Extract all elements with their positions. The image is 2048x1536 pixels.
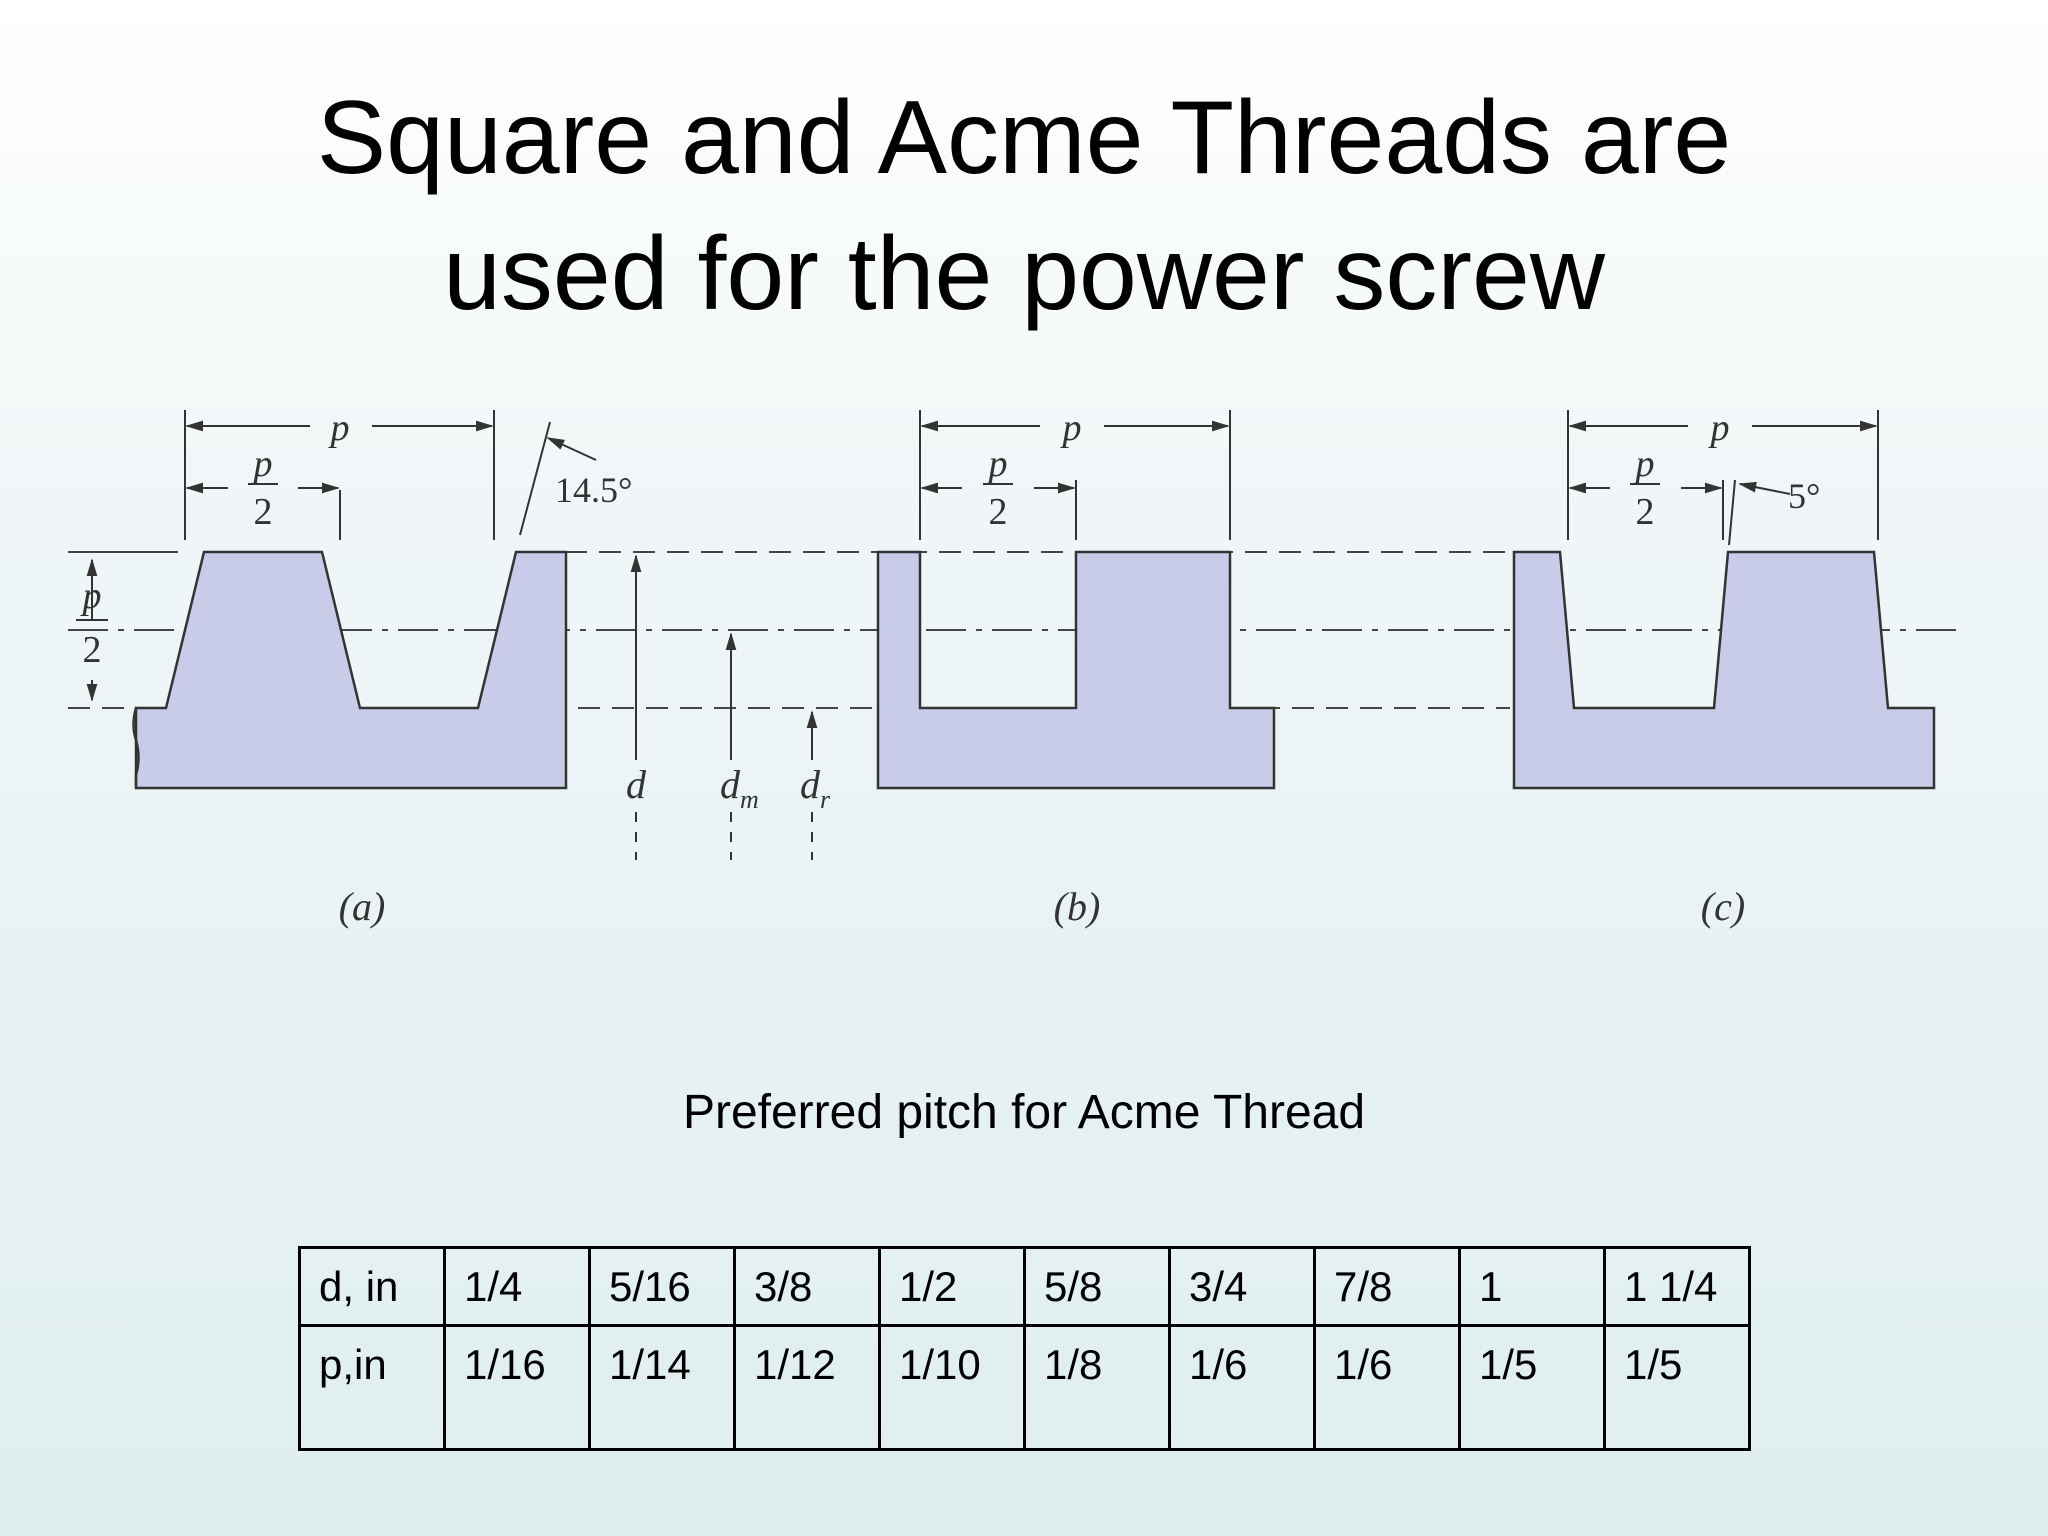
dimensions-b xyxy=(919,410,1231,540)
label-angle-c: 5° xyxy=(1788,476,1820,516)
thread-profile-acme xyxy=(132,550,568,790)
title-line-1: Square and Acme Threads are xyxy=(316,80,1732,196)
table-cell: 1/6 xyxy=(1168,1324,1316,1451)
table-cell: 1/12 xyxy=(733,1324,881,1451)
thread-profile-modified-square xyxy=(1512,550,1936,790)
thread-profiles-figure: p p 2 14.5° p 2 d dm dr p p 2 p p 2 5° (… xyxy=(68,407,1965,929)
acme-pitch-table: d, in 1/4 5/16 3/8 1/2 5/8 3/4 7/8 1 1 1… xyxy=(298,1246,1751,1451)
label-half-p-den-b: 2 xyxy=(989,491,1008,533)
table-row-pitch: p,in 1/16 1/14 1/12 1/10 1/8 1/6 1/6 1/5… xyxy=(298,1324,1751,1451)
table-cell: d, in xyxy=(298,1246,446,1327)
dimensions-c xyxy=(1567,410,1879,546)
label-half-p-den-a: 2 xyxy=(254,491,273,533)
label-depth-num: p xyxy=(80,575,102,617)
label-half-p-num-c: p xyxy=(1633,443,1655,485)
table-cell: 5/16 xyxy=(588,1246,736,1327)
table-cell: 1/6 xyxy=(1313,1324,1461,1451)
label-half-p-num-b: p xyxy=(986,443,1008,485)
table-cell: 1/5 xyxy=(1603,1324,1751,1451)
table-cell: 7/8 xyxy=(1313,1246,1461,1327)
table-cell: 3/4 xyxy=(1168,1246,1316,1327)
table-caption: Preferred pitch for Acme Thread xyxy=(682,1086,1366,1139)
label-pitch-c: p xyxy=(1708,407,1730,449)
label-depth-den: 2 xyxy=(83,629,102,671)
label-pitch-a: p xyxy=(328,407,350,449)
table-cell: 1/8 xyxy=(1023,1324,1171,1451)
table-cell: 1/4 xyxy=(443,1246,591,1327)
table-cell: 1/16 xyxy=(443,1324,591,1451)
table-cell: 1 xyxy=(1458,1246,1606,1327)
title-line-2: used for the power screw xyxy=(443,216,1605,332)
label-angle-acme: 14.5° xyxy=(555,470,632,510)
table-cell: 1 1/4 xyxy=(1603,1246,1751,1327)
table-cell: 1/2 xyxy=(878,1246,1026,1327)
thread-profile-square xyxy=(876,550,1276,790)
label-pitch-b: p xyxy=(1060,407,1082,449)
caption-b: (b) xyxy=(1054,884,1101,929)
label-half-p-den-c: 2 xyxy=(1636,491,1655,533)
table-row-diameter: d, in 1/4 5/16 3/8 1/2 5/8 3/4 7/8 1 1 1… xyxy=(298,1246,1751,1327)
table-cell: 3/8 xyxy=(733,1246,881,1327)
table-cell: p,in xyxy=(298,1324,446,1451)
slide-title: Square and Acme Threads are used for the… xyxy=(0,70,2048,342)
label-mean-diameter: dm xyxy=(720,762,759,814)
dimensions-a xyxy=(86,410,818,860)
table-cell: 5/8 xyxy=(1023,1246,1171,1327)
table-cell: 1/14 xyxy=(588,1324,736,1451)
label-half-p-num-a: p xyxy=(251,443,273,485)
label-major-diameter: d xyxy=(626,762,647,807)
caption-a: (a) xyxy=(339,884,386,929)
table-cell: 1/5 xyxy=(1458,1324,1606,1451)
caption-c: (c) xyxy=(1701,884,1745,929)
table-cell: 1/10 xyxy=(878,1324,1026,1451)
label-root-diameter: dr xyxy=(800,762,831,814)
